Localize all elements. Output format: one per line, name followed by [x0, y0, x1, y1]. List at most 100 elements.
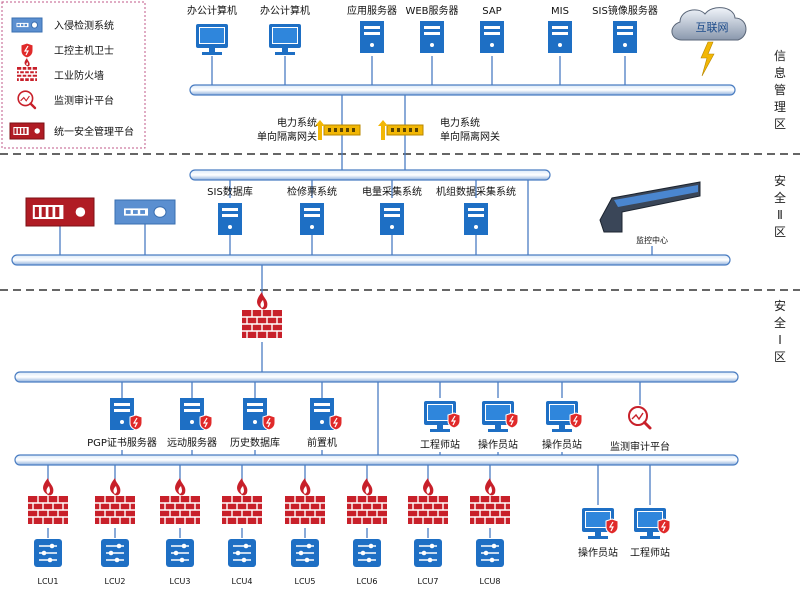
- info-server[interactable]: SAP: [480, 6, 504, 53]
- server-icon: [420, 21, 444, 53]
- lcu-unit[interactable]: LCU6: [353, 539, 381, 586]
- lcu-label: LCU3: [170, 577, 191, 586]
- audit-icon: [17, 90, 37, 110]
- node-label: SAP: [482, 6, 501, 17]
- lcu-firewall[interactable]: [160, 478, 200, 524]
- lcu-label: LCU5: [295, 577, 316, 586]
- lcu-unit[interactable]: LCU1: [34, 539, 62, 586]
- safe1-server[interactable]: 前置机: [307, 398, 343, 449]
- gateway-icon: [315, 120, 361, 140]
- host-guard-icon: [329, 414, 343, 431]
- gateway-label: 电力系统: [440, 116, 480, 129]
- lcu-controller-icon: [476, 539, 504, 567]
- lcu-unit[interactable]: LCU8: [476, 539, 504, 586]
- host-guard-icon: [505, 412, 519, 429]
- unified-mgmt-platform[interactable]: [25, 197, 95, 227]
- info-server[interactable]: 应用服务器: [347, 4, 397, 53]
- safe2-server[interactable]: 检修票系统: [287, 185, 337, 235]
- safe2-server[interactable]: 机组数据采集系统: [436, 185, 516, 235]
- lcu-label: LCU4: [232, 577, 253, 586]
- host-guard-icon: [657, 518, 671, 535]
- host-guard-icon: [20, 42, 34, 59]
- host-guard-icon: [569, 412, 583, 429]
- workstation[interactable]: 操作员站: [478, 401, 519, 451]
- bus-info: [189, 84, 736, 96]
- safe2-server[interactable]: 电量采集系统: [362, 185, 422, 235]
- info-server[interactable]: SIS镜像服务器: [592, 4, 658, 53]
- legend-label: 工控主机卫士: [54, 44, 114, 57]
- ids-device[interactable]: [114, 199, 176, 225]
- firewall-icon: [470, 478, 510, 524]
- lcu-controller-icon: [34, 539, 62, 567]
- server-icon: [464, 203, 488, 235]
- internet-label: 互联网: [696, 21, 729, 34]
- gateway-label: 电力系统: [277, 116, 317, 129]
- host-guard-icon: [129, 414, 143, 431]
- mgmt-platform-icon: [9, 122, 45, 140]
- info-server[interactable]: WEB服务器: [405, 4, 459, 53]
- monitor-center[interactable]: 监控中心: [599, 181, 701, 245]
- workstation[interactable]: 操作员站: [542, 401, 583, 451]
- lcu-firewall[interactable]: [285, 478, 325, 524]
- firewall-icon: [222, 478, 262, 524]
- host-guard-icon: [447, 412, 461, 429]
- lcu-firewall[interactable]: [470, 478, 510, 524]
- node-label: MIS: [551, 6, 569, 17]
- bus-safe2-main: [11, 254, 731, 266]
- ids-device-icon: [11, 17, 43, 33]
- safe1-server[interactable]: PGP证书服务器: [87, 398, 157, 449]
- gateway-label: 单向隔离网关: [257, 130, 317, 143]
- main-firewall[interactable]: [242, 292, 282, 338]
- office-pc[interactable]: 办公计算机: [260, 4, 310, 55]
- workstation[interactable]: 工程师站: [630, 508, 671, 559]
- lcu-unit[interactable]: LCU7: [414, 539, 442, 586]
- audit-icon: [628, 406, 652, 430]
- node-label: SIS数据库: [207, 185, 253, 198]
- lcu-firewall[interactable]: [222, 478, 262, 524]
- node-label: 前置机: [307, 436, 337, 449]
- node-label: 电量采集系统: [362, 185, 422, 198]
- lcu-firewall[interactable]: [347, 478, 387, 524]
- safe1-server[interactable]: 远动服务器: [167, 398, 217, 449]
- node-label: WEB服务器: [405, 4, 458, 17]
- lcu-label: LCU2: [105, 577, 126, 586]
- safe1-server[interactable]: 历史数据库: [230, 398, 280, 449]
- zone-label-text: 信息管理区: [774, 49, 786, 131]
- firewall-icon: [285, 478, 325, 524]
- firewall-icon: [347, 478, 387, 524]
- audit-platform[interactable]: 监测审计平台: [610, 406, 670, 453]
- lcu-firewall[interactable]: [408, 478, 448, 524]
- lcu-label: LCU1: [38, 577, 59, 586]
- node-label: SIS镜像服务器: [592, 4, 658, 17]
- node-label: 检修票系统: [287, 185, 337, 198]
- lcu-unit[interactable]: LCU3: [166, 539, 194, 586]
- workstation[interactable]: 工程师站: [420, 401, 461, 451]
- server-icon: [480, 21, 504, 53]
- node-label: 工程师站: [630, 546, 670, 559]
- server-icon: [218, 203, 242, 235]
- lcu-unit[interactable]: LCU2: [101, 539, 129, 586]
- node-label: 工程师站: [420, 438, 460, 451]
- lcu-unit[interactable]: LCU4: [228, 539, 256, 586]
- server-icon: [613, 21, 637, 53]
- lcu-label: LCU7: [418, 577, 439, 586]
- lcu-firewall[interactable]: [28, 478, 68, 524]
- zone-label-info: 信息管理区: [774, 49, 786, 131]
- lcu-firewall[interactable]: [95, 478, 135, 524]
- workstation[interactable]: 操作员站: [578, 508, 619, 559]
- node-label: 办公计算机: [187, 4, 237, 17]
- lcu-controller-icon: [353, 539, 381, 567]
- info-server[interactable]: MIS: [548, 6, 572, 53]
- safe2-server[interactable]: SIS数据库: [207, 185, 253, 235]
- firewall-icon: [160, 478, 200, 524]
- firewall-icon: [28, 478, 68, 524]
- firewall-icon: [95, 478, 135, 524]
- lcu-unit[interactable]: LCU5: [291, 539, 319, 586]
- office-pc[interactable]: 办公计算机: [187, 4, 237, 55]
